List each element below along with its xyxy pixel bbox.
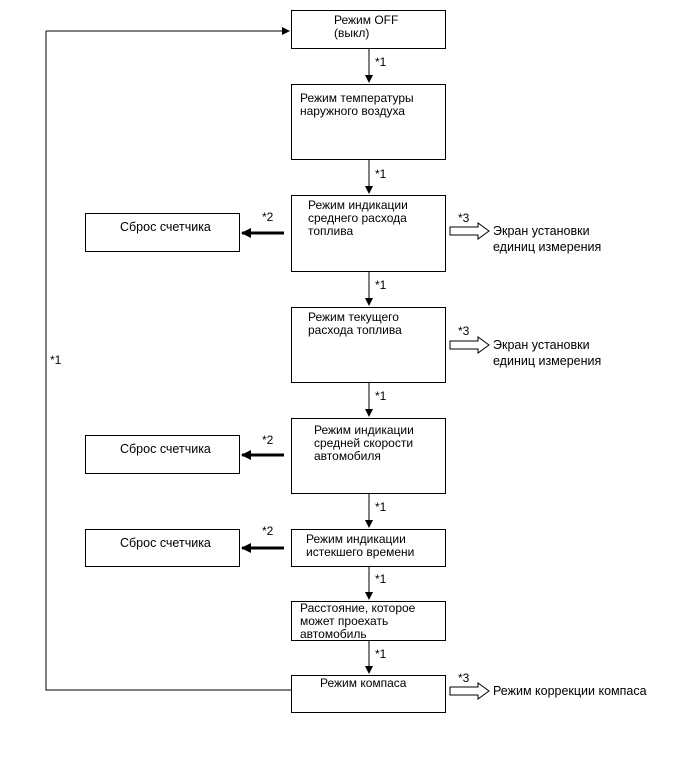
mode-box-current-fuel: Режим текущего расхода топлива (291, 307, 446, 383)
note-1-loop-label: *1 (50, 353, 62, 367)
mode-label: Режим индикации средней скорости автомоб… (314, 423, 414, 463)
hollow-arrow-2 (449, 336, 490, 354)
reset-label: Сброс счетчика (120, 442, 211, 456)
note-3-label: *3 (458, 211, 470, 225)
mode-box-avg-speed: Режим индикации средней скорости автомоб… (291, 418, 446, 494)
mode-box-off: Режим OFF (выкл) (291, 10, 446, 49)
reset-box-2: Сброс счетчика (85, 435, 240, 474)
reset-box-1: Сброс счетчика (85, 213, 240, 252)
unit-setup-label: Экран установки единиц измерения (493, 224, 602, 254)
reset-label: Сброс счетчика (120, 220, 211, 234)
mode-label: Расстояние, которое может проехать автом… (300, 601, 416, 641)
mode-label: Режим индикации среднего расхода топлива (308, 198, 408, 238)
note-2-label: *2 (262, 433, 274, 447)
mode-box-range: Расстояние, которое может проехать автом… (291, 601, 446, 641)
note-1-label: *1 (375, 389, 387, 403)
return-loop-line (45, 31, 291, 691)
hollow-arrow-1 (449, 222, 490, 240)
mode-box-compass: Режим компаса (291, 675, 446, 713)
mode-label: Режим температуры наружного воздуха (300, 91, 414, 118)
hollow-arrow-3 (449, 682, 490, 700)
reset-label: Сброс счетчика (120, 536, 211, 550)
note-1-label: *1 (375, 55, 387, 69)
mode-label: Режим индикации истекшего времени (306, 532, 415, 559)
mode-box-elapsed-time: Режим индикации истекшего времени (291, 529, 446, 567)
note-1-label: *1 (375, 278, 387, 292)
note-3-label: *3 (458, 324, 470, 338)
reset-box-3: Сброс счетчика (85, 529, 240, 567)
unit-setup-label: Экран установки единиц измерения (493, 338, 602, 368)
note-2-label: *2 (262, 524, 274, 538)
mode-box-avg-fuel: Режим индикации среднего расхода топлива (291, 195, 446, 272)
mode-label: Режим текущего расхода топлива (308, 310, 402, 337)
note-1-label: *1 (375, 572, 387, 586)
note-1-label: *1 (375, 647, 387, 661)
mode-label: Режим компаса (320, 676, 407, 690)
note-3-label: *3 (458, 671, 470, 685)
compass-correction-label: Режим коррекции компаса (493, 684, 647, 698)
mode-box-outside-temp: Режим температуры наружного воздуха (291, 84, 446, 160)
note-1-label: *1 (375, 500, 387, 514)
mode-label: Режим OFF (выкл) (334, 13, 399, 40)
note-1-label: *1 (375, 167, 387, 181)
note-2-label: *2 (262, 210, 274, 224)
